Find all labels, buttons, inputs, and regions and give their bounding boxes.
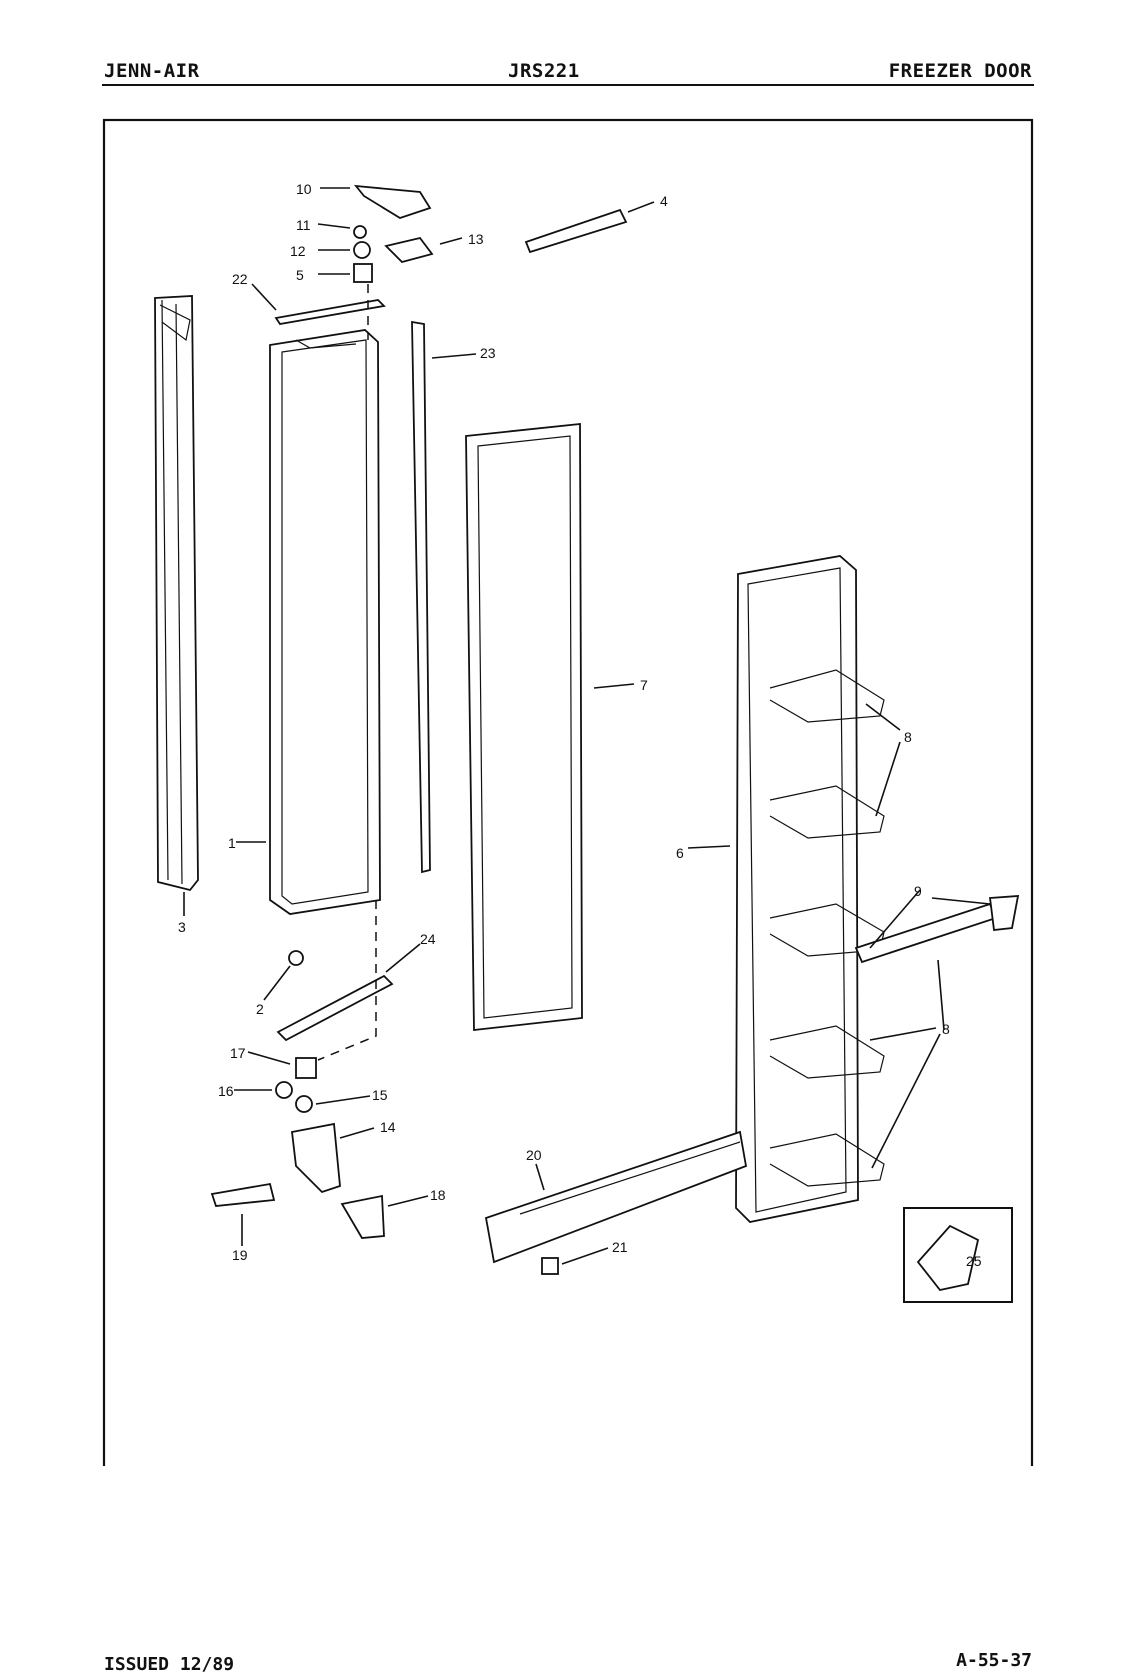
part-20-bar xyxy=(484,1130,748,1264)
part-16-washer xyxy=(275,1081,293,1099)
callout-1: 1 xyxy=(228,835,236,851)
callout-2: 2 xyxy=(256,1001,264,1017)
part-15-pin xyxy=(295,1095,313,1113)
callout-13: 13 xyxy=(468,231,484,247)
callout-8-upper: 8 xyxy=(904,729,912,745)
callout-17: 17 xyxy=(230,1045,246,1061)
part-13-plate xyxy=(384,236,434,264)
callout-20: 20 xyxy=(526,1147,542,1163)
brand-name: JENN-AIR xyxy=(104,60,200,82)
model-number: JRS221 xyxy=(508,60,580,82)
callout-24: 24 xyxy=(420,931,436,947)
callout-16: 16 xyxy=(218,1083,234,1099)
part-14-hinge xyxy=(291,1122,341,1194)
callout-4: 4 xyxy=(660,193,668,209)
callout-12: 12 xyxy=(290,243,306,259)
part-24-bracket xyxy=(276,974,394,1042)
part-22-bracket xyxy=(274,299,386,325)
callout-18: 18 xyxy=(430,1187,446,1203)
section-title: FREEZER DOOR xyxy=(888,60,1032,82)
part-6-liner xyxy=(735,555,885,1223)
inset-box xyxy=(903,1207,1013,1303)
part-18-bracket xyxy=(340,1194,385,1239)
callout-15: 15 xyxy=(372,1087,388,1103)
part-19-plate xyxy=(210,1182,276,1207)
part-7-gasket xyxy=(465,423,583,1032)
part-5-bushing xyxy=(353,263,373,283)
callout-19: 19 xyxy=(232,1247,248,1263)
diagram-frame xyxy=(102,118,1034,1466)
callout-22: 22 xyxy=(232,271,248,287)
callout-25: 25 xyxy=(966,1253,982,1269)
part-23-strip xyxy=(411,320,431,874)
part-25-detail xyxy=(916,1224,980,1291)
part-4-handle xyxy=(524,208,628,254)
callout-7: 7 xyxy=(640,677,648,693)
callout-8-lower: 8 xyxy=(942,1021,950,1037)
part-2-cap xyxy=(288,950,304,966)
callout-23: 23 xyxy=(480,345,496,361)
assembly-line-bottom xyxy=(317,900,377,1061)
part-12-washer xyxy=(353,241,371,259)
callout-6: 6 xyxy=(676,845,684,861)
callout-11: 11 xyxy=(296,217,311,233)
part-3-trim xyxy=(154,295,199,892)
part-21-clip xyxy=(541,1257,559,1275)
callout-21: 21 xyxy=(612,1239,628,1255)
callout-14: 14 xyxy=(380,1119,396,1135)
header-rule xyxy=(102,84,1034,86)
callout-3: 3 xyxy=(178,919,186,935)
callout-5: 5 xyxy=(296,267,304,283)
callout-9: 9 xyxy=(914,883,922,899)
page-code: A-55-37 xyxy=(956,1650,1032,1671)
issue-date: ISSUED 12/89 xyxy=(104,1654,235,1675)
exploded-parts-diagram: 1 2 3 4 5 6 7 8 8 9 10 11 12 13 14 15 16… xyxy=(102,118,1034,1466)
callout-10: 10 xyxy=(296,181,312,197)
part-9-bar xyxy=(854,895,1020,964)
part-10-hinge xyxy=(353,184,432,219)
part-11-washer xyxy=(353,225,367,239)
part-17-bushing xyxy=(295,1057,317,1079)
part-1-frame xyxy=(269,329,381,915)
leader-lines xyxy=(183,187,991,1265)
